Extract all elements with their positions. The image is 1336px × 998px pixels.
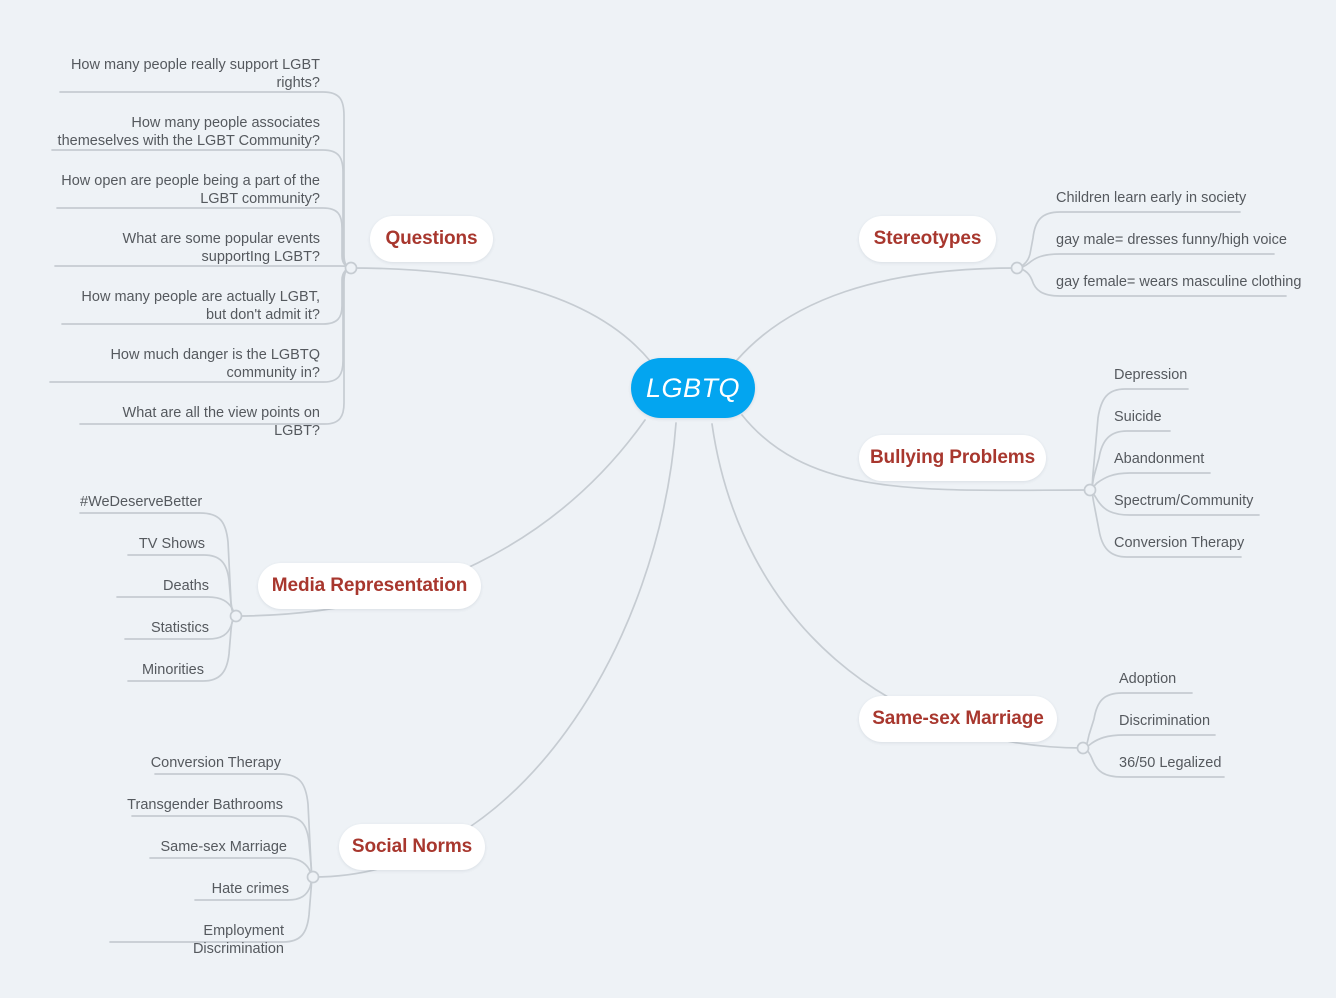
branch-node-social-norms[interactable]: Social Norms — [339, 824, 485, 870]
hub-same-sex-marriage — [1076, 741, 1090, 755]
hub-stereotypes — [1010, 261, 1024, 275]
leaf-social-norms-1[interactable]: Conversion Therapy — [150, 755, 281, 771]
leaf-social-norms-5[interactable]: Employment Discrimination — [192, 923, 284, 957]
leaf-line-b3 — [1089, 472, 1211, 491]
leaf-questions-3[interactable]: How open are people being a part of the … — [61, 173, 320, 207]
leaf-bullying-problems-1[interactable]: Depression — [1114, 367, 1188, 383]
leaf-questions-5[interactable]: How many people are actually LGBT, but d… — [81, 289, 320, 323]
hub-bullying-problems — [1083, 483, 1097, 497]
trunk-social-norms — [312, 422, 677, 878]
branch-label-questions: Questions — [385, 228, 478, 249]
leaf-questions-6[interactable]: How much danger is the LGBTQ community i… — [110, 347, 320, 381]
leaf-line-m1 — [79, 512, 237, 617]
leaf-line-m3 — [116, 596, 237, 617]
hub-questions — [344, 261, 358, 275]
trunk-questions — [350, 267, 652, 363]
branch-label-same-sex-marriage: Same-sex Marriage — [872, 708, 1044, 729]
branch-node-bullying-problems[interactable]: Bullying Problems — [859, 435, 1046, 481]
leaf-questions-7[interactable]: What are all the view points on LGBT? — [122, 405, 320, 439]
hub-media-representation — [229, 609, 243, 623]
leaf-stereotypes-3[interactable]: gay female= wears masculine clothing — [1056, 274, 1302, 290]
branch-label-bullying-problems: Bullying Problems — [869, 447, 1036, 468]
branch-node-questions[interactable]: Questions — [370, 216, 493, 262]
leaf-bullying-problems-2[interactable]: Suicide — [1114, 409, 1162, 425]
leaf-media-representation-4[interactable]: Statistics — [150, 620, 209, 636]
leaf-questions-2[interactable]: How many people associates themeselves w… — [57, 115, 320, 149]
leaf-bullying-problems-5[interactable]: Conversion Therapy — [1114, 535, 1245, 551]
leaf-bullying-problems-4[interactable]: Spectrum/Community — [1114, 493, 1254, 509]
root-node-label: LGBTQ — [645, 372, 741, 403]
leaf-same-sex-marriage-2[interactable]: Discrimination — [1119, 713, 1211, 729]
leaf-questions-4[interactable]: What are some popular events supportIng … — [122, 231, 320, 265]
root-node[interactable]: LGBTQ — [631, 358, 755, 418]
leaf-questions-1[interactable]: How many people really support LGBT righ… — [70, 57, 320, 91]
leaf-line-b1 — [1089, 388, 1189, 491]
leaf-line-s3 — [149, 857, 314, 878]
branch-label-stereotypes: Stereotypes — [873, 228, 982, 249]
branch-label-media-representation: Media Representation — [271, 575, 468, 596]
leaf-same-sex-marriage-3[interactable]: 36/50 Legalized — [1119, 755, 1222, 771]
leaf-line-ss2 — [1082, 734, 1216, 749]
hub-social-norms — [306, 870, 320, 884]
leaf-stereotypes-2[interactable]: gay male= dresses funny/high voice — [1056, 232, 1287, 248]
leaf-same-sex-marriage-1[interactable]: Adoption — [1119, 671, 1177, 687]
branch-node-same-sex-marriage[interactable]: Same-sex Marriage — [859, 696, 1057, 742]
leaf-social-norms-4[interactable]: Hate crimes — [211, 881, 289, 897]
leaf-line-q4 — [54, 265, 352, 269]
leaf-media-representation-2[interactable]: TV Shows — [138, 536, 205, 552]
leaf-media-representation-3[interactable]: Deaths — [163, 578, 209, 594]
leaf-line-s1 — [154, 773, 314, 878]
leaf-social-norms-3[interactable]: Same-sex Marriage — [160, 839, 287, 855]
branch-node-media-representation[interactable]: Media Representation — [258, 563, 481, 609]
leaf-stereotypes-1[interactable]: Children learn early in society — [1056, 190, 1247, 206]
leaf-social-norms-2[interactable]: Transgender Bathrooms — [127, 797, 283, 813]
leaf-bullying-problems-3[interactable]: Abandonment — [1114, 451, 1205, 467]
leaf-media-representation-1[interactable]: #WeDeserveBetter — [80, 494, 203, 510]
trunk-stereotypes — [736, 267, 1018, 361]
branch-label-social-norms: Social Norms — [351, 836, 473, 857]
branch-node-stereotypes[interactable]: Stereotypes — [859, 216, 996, 262]
leaf-line-st2 — [1016, 253, 1275, 269]
leaf-media-representation-5[interactable]: Minorities — [141, 662, 204, 678]
